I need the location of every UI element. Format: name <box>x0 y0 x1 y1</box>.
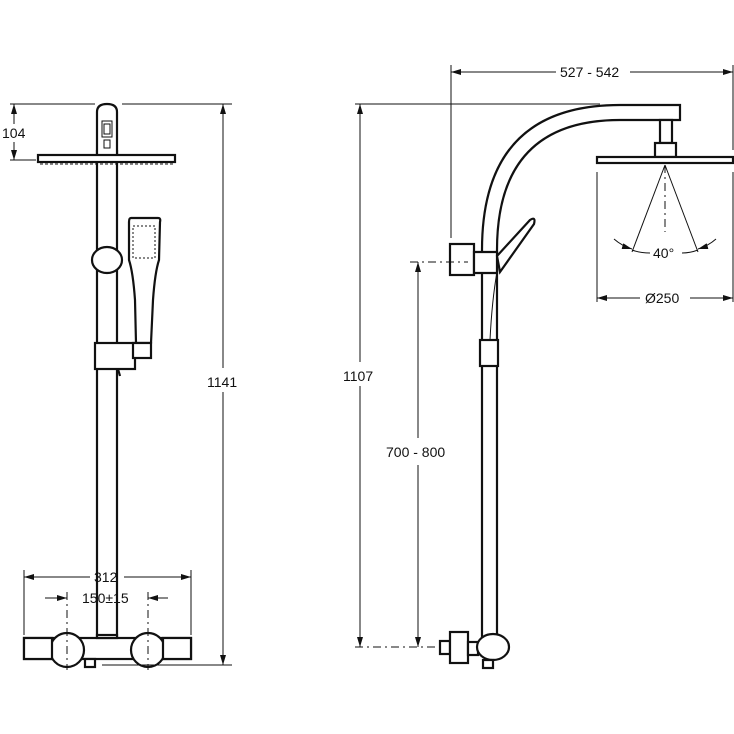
dim-label-700-800: 700 - 800 <box>386 444 445 460</box>
valve-end-left <box>22 636 54 661</box>
dim-label-1107: 1107 <box>343 368 373 384</box>
head-connector <box>658 118 674 145</box>
slider <box>90 245 124 275</box>
spray-line <box>664 164 699 253</box>
spray-line <box>631 164 666 253</box>
valve-body <box>475 632 511 662</box>
hose <box>489 271 498 341</box>
cap-connector-inner <box>103 123 111 135</box>
bracket-hook <box>116 368 122 377</box>
dim-label-312: 312 <box>94 569 118 585</box>
angle-arc <box>631 249 699 254</box>
angle-arc <box>613 238 633 250</box>
hand-shower <box>127 216 162 345</box>
dim-label-150: 150±15 <box>82 590 129 606</box>
valve-outlet <box>83 657 97 669</box>
bracket-arm <box>472 250 499 275</box>
inlet-fitting <box>448 630 470 665</box>
pole-joint <box>95 633 119 640</box>
front-view: 104 1141 312 150±15 <box>2 102 237 670</box>
dim-label-reach: 527 - 542 <box>560 64 619 80</box>
hand-shower <box>495 217 536 275</box>
side-view: 40° Ø250 527 - 542 1107 <box>343 64 734 670</box>
hose-bracket <box>93 341 137 371</box>
dim-label-1141: 1141 <box>207 374 237 390</box>
dim-label-40deg: 40° <box>653 245 674 261</box>
cap-connector <box>101 120 113 138</box>
inlet-nut <box>438 639 452 656</box>
angle-arc <box>697 238 717 250</box>
head-joint <box>653 141 678 159</box>
valve-outlet <box>481 658 495 670</box>
shower-head-plate <box>36 153 177 164</box>
dim-label-104: 104 <box>2 125 26 141</box>
curved-arm <box>480 103 682 251</box>
cap-nut <box>103 139 111 149</box>
shower-head-plate <box>595 155 734 165</box>
valve-end-right <box>161 636 193 661</box>
hose-clamp <box>478 338 500 368</box>
top-cap <box>95 102 119 155</box>
bracket-holder <box>131 341 153 360</box>
wall-bracket <box>448 242 476 277</box>
hand-shower-nozzles <box>132 225 156 259</box>
dim-label-diameter: Ø250 <box>645 290 679 306</box>
